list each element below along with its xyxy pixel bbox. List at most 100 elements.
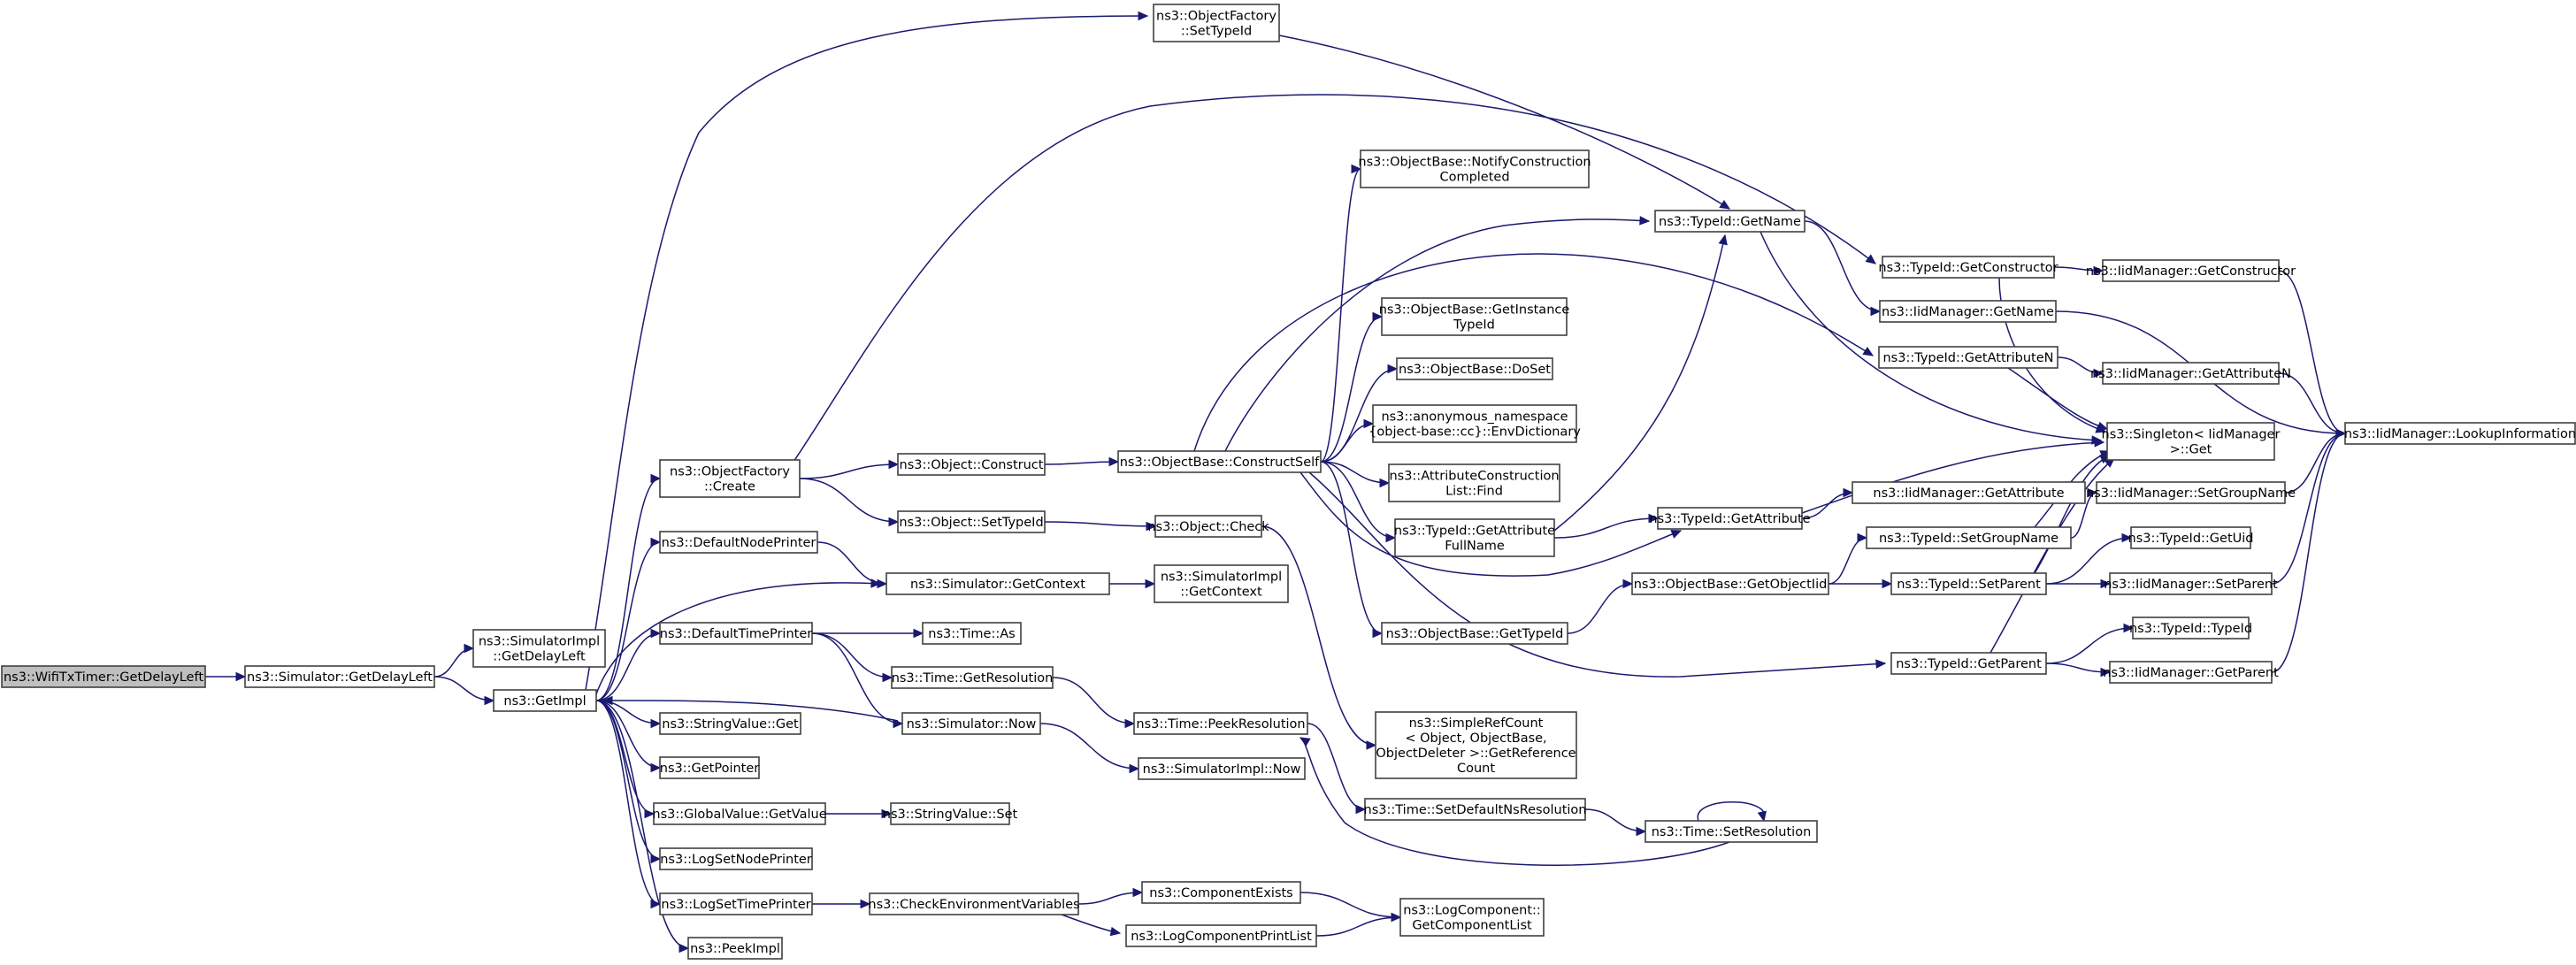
function-node[interactable]: ns3::IidManager::GetAttributeN xyxy=(2090,362,2291,385)
function-node[interactable]: ns3::ObjectFactory::SetTypeId xyxy=(1153,4,1280,42)
node-box xyxy=(1141,881,1301,904)
function-node[interactable]: ns3::Time::PeekResolution xyxy=(1133,712,1308,735)
function-node[interactable]: ns3::TypeId::TypeId xyxy=(2129,617,2252,640)
arrowhead-icon xyxy=(602,695,613,706)
function-node[interactable]: ns3::DefaultNodePrinter xyxy=(659,531,818,554)
call-edge xyxy=(2278,270,2347,439)
function-node[interactable]: ns3::IidManager::SetParent xyxy=(2104,572,2278,595)
arrowhead-icon xyxy=(1719,199,1731,210)
call-edge xyxy=(2046,578,2112,589)
node-label: ns3::IidManager::GetAttributeN xyxy=(2090,367,2291,381)
function-node[interactable]: ns3::Time::GetResolution xyxy=(891,666,1054,689)
node-label: ::SetTypeId xyxy=(1181,25,1252,39)
call-edge xyxy=(1584,808,1647,837)
node-box xyxy=(493,689,597,712)
function-node[interactable]: ns3::LogSetNodePrinter xyxy=(659,847,813,870)
call-edge xyxy=(799,478,900,527)
function-node[interactable]: ns3::TypeId::GetConstructor xyxy=(1878,256,2058,279)
function-node[interactable]: ns3::CheckEnvironmentVariables xyxy=(868,892,1080,915)
node-label: ns3::IidManager::GetConstructor xyxy=(2086,264,2296,279)
function-node[interactable]: ns3::LogComponent::GetComponentList xyxy=(1399,898,1545,937)
arrowhead-icon xyxy=(1865,254,1876,264)
node-label: ns3::StringValue::Set xyxy=(883,808,1018,822)
function-node[interactable]: ns3::IidManager::GetName xyxy=(1879,300,2057,323)
call-edge xyxy=(2045,532,2133,585)
function-node[interactable]: ns3::GetPointer xyxy=(659,756,760,779)
node-label: ::Create xyxy=(704,480,755,494)
function-node[interactable]: ns3::SimpleRefCount< Object, ObjectBase,… xyxy=(1375,711,1577,779)
function-node[interactable]: ns3::Object::Construct xyxy=(897,453,1046,476)
call-edge xyxy=(1061,914,1122,937)
function-node[interactable]: ns3::IidManager::GetConstructor xyxy=(2086,259,2296,282)
function-node[interactable]: ns3::StringValue::Set xyxy=(883,802,1018,825)
function-node[interactable]: ns3::ObjectBase::GetObjectIid xyxy=(1631,572,1829,595)
function-node[interactable]: ns3::ComponentExists xyxy=(1141,881,1301,904)
function-node[interactable]: ns3::TypeId::GetParent xyxy=(1890,652,2047,675)
call-edge xyxy=(433,643,475,678)
call-edge xyxy=(1320,164,1362,463)
call-edge xyxy=(811,632,904,729)
arrowhead-icon xyxy=(1379,478,1391,488)
call-edge xyxy=(1828,578,1893,589)
function-node[interactable]: ns3::IidManager::SetGroupName xyxy=(2086,481,2296,504)
node-label: ns3::StringValue::Get xyxy=(662,717,799,731)
function-node[interactable]: ns3::Singleton< IidManager>::Get xyxy=(2102,422,2281,461)
function-node[interactable]: ns3::IidManager::GetParent xyxy=(2103,661,2279,684)
function-node[interactable]: ns3::Simulator::GetDelayLeft xyxy=(244,665,435,688)
function-node[interactable]: ns3::GetImpl xyxy=(493,689,597,712)
node-label: ns3::IidManager::LookupInformation xyxy=(2344,427,2576,441)
function-node[interactable]: ns3::PeekImpl xyxy=(687,937,783,960)
function-node[interactable]: ns3::Object::Check xyxy=(1147,515,1269,538)
function-node[interactable]: ns3::anonymous_namespace{object-base::cc… xyxy=(1368,404,1581,443)
function-node[interactable]: ns3::Object::SetTypeId xyxy=(897,510,1046,533)
function-node[interactable]: ns3::DefaultTimePrinter xyxy=(659,622,813,645)
function-node[interactable]: ns3::SimulatorImpl::GetDelayLeft xyxy=(472,629,606,668)
function-node[interactable]: ns3::TypeId::GetName xyxy=(1654,210,1806,233)
node-label: ns3::Singleton< IidManager xyxy=(2102,428,2281,442)
node-box xyxy=(659,459,801,498)
function-node[interactable]: ns3::ObjectFactory::Create xyxy=(659,459,801,498)
node-box xyxy=(687,937,783,960)
function-node[interactable]: ns3::IidManager::GetAttribute xyxy=(1852,481,2086,504)
function-node[interactable]: ns3::Time::SetDefaultNsResolution xyxy=(1364,798,1587,821)
node-label: Count xyxy=(1457,762,1495,776)
function-node[interactable]: ns3::Simulator::GetContext xyxy=(886,572,1110,595)
function-node[interactable]: ns3::TypeId::SetParent xyxy=(1890,572,2047,595)
call-edge xyxy=(1261,525,1377,750)
function-node[interactable]: ns3::IidManager::LookupInformation xyxy=(2344,422,2576,445)
function-node[interactable]: ns3::TypeId::GetUid xyxy=(2128,526,2254,549)
call-edge xyxy=(602,695,899,722)
node-label: ns3::Simulator::Now xyxy=(907,717,1037,731)
arrowhead-icon xyxy=(1843,487,1854,498)
arrowhead-icon xyxy=(1299,737,1311,747)
function-node[interactable]: ns3::ObjectBase::GetTypeId xyxy=(1381,622,1568,645)
function-node[interactable]: ns3::Time::SetResolution xyxy=(1644,820,1818,843)
call-edge xyxy=(2271,428,2347,585)
call-edge xyxy=(1320,461,1384,639)
function-node[interactable]: ns3::LogSetTimePrinter xyxy=(659,892,813,915)
node-label: ns3::TypeId::TypeId xyxy=(2129,622,2252,636)
function-node[interactable]: ns3::Time::As xyxy=(922,622,1022,645)
arrowhead-icon xyxy=(1670,530,1683,539)
node-label: ns3::ComponentExists xyxy=(1149,886,1293,900)
node-label: ns3::ObjectBase::ConstructSelf xyxy=(1120,456,1320,470)
function-node[interactable]: ns3::ObjectBase::ConstructSelf xyxy=(1117,450,1322,473)
node-box xyxy=(2130,526,2251,549)
function-node[interactable]: ns3::GlobalValue::GetValue xyxy=(652,802,827,825)
node-box xyxy=(1657,507,1803,530)
function-node[interactable]: ns3::SimulatorImpl::Now xyxy=(1138,757,1306,780)
function-node[interactable]: ns3::TypeId::GetAttributeN xyxy=(1878,346,2058,369)
function-node[interactable]: ns3::SimulatorImpl::GetContext xyxy=(1154,564,1289,603)
function-node[interactable]: ns3::TypeId::GetAttribute xyxy=(1649,507,1811,530)
function-node[interactable]: ns3::ObjectBase::DoSet xyxy=(1396,357,1553,380)
call-edge xyxy=(1278,34,1731,210)
function-node[interactable]: ns3::LogComponentPrintList xyxy=(1125,924,1317,947)
function-node[interactable]: ns3::TypeId::SetGroupName xyxy=(1866,526,2072,549)
node-label: ns3::DefaultNodePrinter xyxy=(662,536,816,550)
function-node[interactable]: ns3::Simulator::Now xyxy=(901,712,1041,735)
function-node[interactable]: ns3::StringValue::Get xyxy=(659,712,801,735)
function-node[interactable]: ns3::ObjectBase::NotifyConstructionCompl… xyxy=(1358,149,1591,188)
